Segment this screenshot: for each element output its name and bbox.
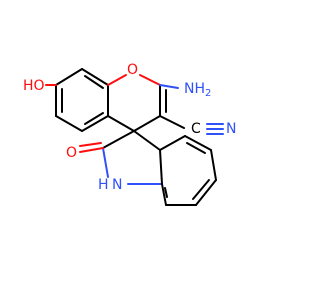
amino-bond [159, 84, 179, 89]
amino-subscript: 2 [205, 88, 211, 99]
lactam-nitrogen-label: N [112, 177, 122, 193]
pyran-ring [107, 74, 167, 132]
molecule-structure: HO O NH2 C N O N H [23, 62, 236, 206]
carbonyl-oxygen-label: O [66, 145, 77, 161]
nitrile-bonds [159, 115, 224, 135]
amino-label: NH2 [184, 81, 211, 99]
nitrile-carbon-label: C [191, 121, 201, 137]
amino-main-text: NH [184, 81, 205, 97]
carbonyl-bond [79, 142, 104, 153]
chromene-benzene-ring [55, 68, 109, 132]
indole-benzene-ring [159, 135, 217, 206]
ring-oxygen-label: O [127, 62, 138, 78]
nitrile-nitrogen-label: N [226, 121, 236, 137]
hydroxyl-label: HO [23, 78, 45, 94]
lactam-hydrogen-label: H [98, 177, 109, 193]
oxindole-lactam-ring [102, 130, 163, 185]
